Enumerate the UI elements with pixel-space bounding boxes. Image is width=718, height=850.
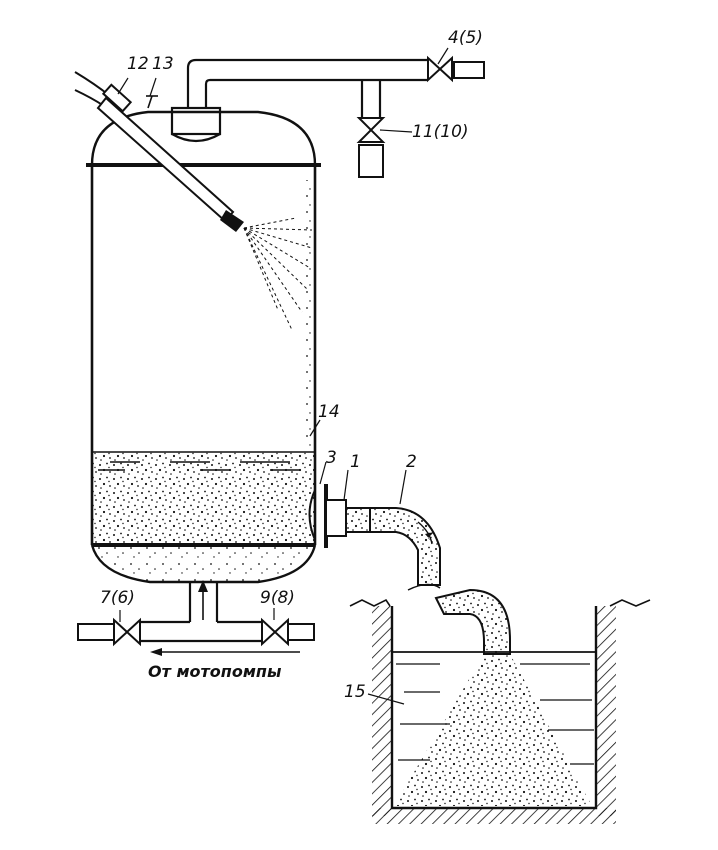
label-2: 2 xyxy=(406,452,417,472)
label-4-5: 4(5) xyxy=(448,28,483,48)
spray-nozzle xyxy=(96,83,244,232)
outlet-pipe xyxy=(434,588,511,655)
inlet-flow-arrow xyxy=(198,580,208,620)
label-3: 3 xyxy=(326,448,337,468)
caption-from-pump: От мотопомпы xyxy=(148,662,282,681)
label-14: 14 xyxy=(318,402,340,422)
discharge-fitting xyxy=(308,484,371,548)
sand-cone xyxy=(394,654,592,806)
water-spray xyxy=(243,217,313,331)
label-1: 1 xyxy=(350,452,361,472)
water-surface-lines xyxy=(93,451,314,471)
discharge-pipe xyxy=(369,507,441,591)
valve-4-5 xyxy=(427,55,485,83)
pit xyxy=(349,598,651,824)
label-11-10: 11(10) xyxy=(412,122,469,142)
valve-9-8 xyxy=(261,617,315,647)
tank xyxy=(86,110,321,584)
leader-lines xyxy=(117,47,449,705)
flow-arrow xyxy=(425,532,434,544)
label-13: 13 xyxy=(152,54,174,74)
label-7-6: 7(6) xyxy=(100,588,135,608)
label-12: 12 xyxy=(127,54,149,74)
branch-pipe xyxy=(360,80,382,118)
sand-sediment xyxy=(93,452,314,544)
inlet-pipe xyxy=(140,582,262,643)
valve-11-10 xyxy=(356,117,386,178)
valve-7-6 xyxy=(77,617,141,647)
label-15: 15 xyxy=(344,682,366,702)
label-9-8: 9(8) xyxy=(260,588,295,608)
pump-arrow xyxy=(150,648,300,656)
